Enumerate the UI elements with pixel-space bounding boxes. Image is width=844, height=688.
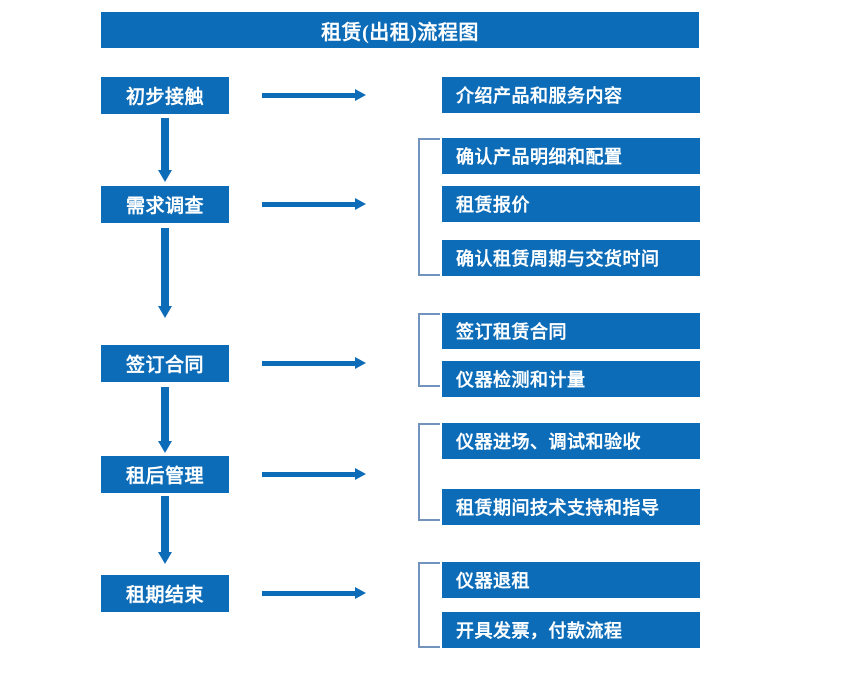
- down-arrow-icon-4: [158, 496, 172, 564]
- stage-box-4[interactable]: 租后管理: [101, 456, 229, 493]
- detail-box-5-1[interactable]: 仪器退租: [442, 562, 700, 598]
- right-arrow-icon-2: [262, 198, 366, 210]
- detail-box-1-1[interactable]: 介绍产品和服务内容: [442, 77, 700, 113]
- arrow-shaft: [262, 591, 356, 596]
- arrow-shaft: [161, 118, 169, 170]
- arrow-head: [355, 587, 366, 599]
- right-arrow-icon-5: [262, 587, 366, 599]
- arrow-head: [355, 198, 366, 210]
- down-arrow-icon-1: [158, 118, 172, 182]
- arrow-head: [158, 306, 172, 318]
- arrow-shaft: [262, 202, 356, 207]
- detail-box-2-2[interactable]: 租赁报价: [442, 186, 700, 222]
- right-arrow-icon-3: [262, 357, 366, 369]
- stage-box-2[interactable]: 需求调查: [101, 186, 229, 223]
- flowchart-title: 租赁(出租)流程图: [101, 12, 699, 48]
- detail-box-4-1[interactable]: 仪器进场、调试和验收: [442, 423, 700, 459]
- detail-box-3-2[interactable]: 仪器检测和计量: [442, 361, 700, 397]
- detail-box-5-2[interactable]: 开具发票，付款流程: [442, 612, 700, 648]
- stage-box-1[interactable]: 初步接触: [101, 77, 229, 114]
- right-arrow-icon-1: [262, 89, 366, 101]
- arrow-head: [158, 170, 172, 182]
- detail-box-2-3[interactable]: 确认租赁周期与交货时间: [442, 240, 700, 276]
- bracket-icon-5: [418, 562, 440, 648]
- arrow-head: [158, 552, 172, 564]
- down-arrow-icon-3: [158, 387, 172, 453]
- stage-box-5[interactable]: 租期结束: [101, 575, 229, 612]
- arrow-shaft: [262, 472, 356, 477]
- arrow-shaft: [262, 361, 356, 366]
- bracket-icon-3: [418, 313, 440, 387]
- stage-box-3[interactable]: 签订合同: [101, 345, 229, 382]
- detail-box-3-1[interactable]: 签订租赁合同: [442, 313, 700, 349]
- right-arrow-icon-4: [262, 468, 366, 480]
- arrow-head: [355, 468, 366, 480]
- detail-box-2-1[interactable]: 确认产品明细和配置: [442, 138, 700, 174]
- arrow-shaft: [262, 93, 356, 98]
- bracket-icon-2: [418, 138, 440, 276]
- arrow-shaft: [161, 387, 169, 441]
- arrow-shaft: [161, 228, 169, 306]
- down-arrow-icon-2: [158, 228, 172, 318]
- arrow-head: [158, 441, 172, 453]
- detail-box-4-2[interactable]: 租赁期间技术支持和指导: [442, 489, 700, 525]
- arrow-shaft: [161, 496, 169, 552]
- arrow-head: [355, 89, 366, 101]
- bracket-icon-4: [418, 423, 440, 521]
- arrow-head: [355, 357, 366, 369]
